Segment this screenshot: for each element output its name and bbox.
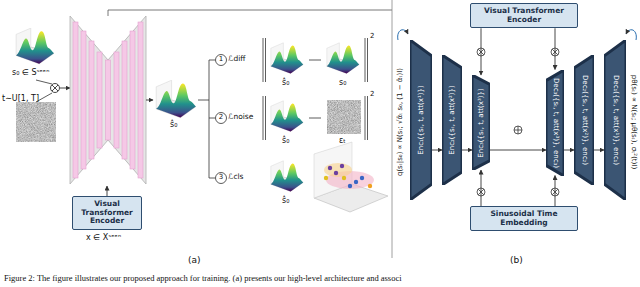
text-label: ℒcls [228,173,244,181]
multiply-symbol [51,84,60,93]
process-box: Sinusoidal Time Embedding [470,206,578,231]
text-label: (a) [188,256,201,266]
step-number: 2 [219,114,223,122]
condition-arrow [107,186,108,196]
block-label: Enc₂({sₜ, t, att(x²)}) [449,85,456,154]
equation-label: q(sₜ|s₀) ∝ N(sₜ; √ᾱₜ s₀, (1 − ᾱₜ)I) [397,68,405,176]
connector [490,150,546,151]
step-number: 1 [219,56,223,64]
link-line [108,10,109,16]
text-label: ŝ₀ [282,197,289,206]
block-label: Enc₁({sₜ, t, att(x¹)}) [418,85,425,154]
box-label: Visual Transformer Encoder [77,200,137,226]
process-loop-arrows [398,30,637,40]
block-shape [604,40,626,200]
output-surface [156,80,196,117]
process-box: Visual Transformer Encoder [470,3,578,28]
text-label: ŝ₀ [282,79,289,88]
encoder-block: Enc₂({sₜ, t, att(x²)}) [442,55,462,185]
class-scatter [314,142,388,212]
norm-bars [263,96,368,140]
predicted-surface [271,101,303,132]
branch-lines [198,60,216,178]
block-shape [546,70,564,176]
text-label: t∼U[1, T] [2,95,39,104]
block-label: Dec₂({sₜ, t, att(x²)}, enc₂) [581,75,588,165]
block-shape [410,40,432,200]
text-label: 2 [370,33,374,41]
link-line [108,10,392,11]
text-label: ℒdiff [228,55,245,63]
block-label: Dec₃({sₜ, t, att(x³)}, enc₃) [552,77,559,167]
connector [481,28,482,75]
decoder-block: Dec₁({sₜ, t, att(x¹)}, enc₁) [604,40,626,200]
text-label: ŝ₀ [282,137,289,146]
decoder-block: Dec₃({sₜ, t, att(x³)}, enc₃) [546,70,564,176]
encoder-block: Enc₃({sₜ, t, att(x³)}) [472,75,490,170]
connector [555,28,556,69]
step-circles [216,55,227,184]
connector [594,150,604,151]
block-shape [442,55,462,185]
noise-image [327,100,361,134]
text-label: ℒnoise [228,113,253,121]
connector [481,170,482,206]
equation-label: pθ(sₜ) ∝ N(sₜ; μθ(sₜ), σₜ²(t)I) [629,75,637,169]
input-line [36,80,52,84]
add-symbol [514,126,522,134]
decoder-block: Dec₂({sₜ, t, att(x²)}, enc₂) [574,55,594,185]
predicted-surface [271,43,303,74]
text-label: x ∈ Xˢᵉᵉⁿ [86,234,121,243]
text-label: 2 [370,91,374,99]
unet-network [70,16,146,184]
step-number: 3 [219,174,223,182]
text-label: s₀ [339,79,346,88]
block-label: Dec₁({sₜ, t, att(x¹)}, enc₁) [612,75,619,165]
text-label: ŝ₀ [170,121,177,130]
predicted-surface [271,161,303,192]
block-shape [472,75,490,170]
connector [564,150,574,151]
output-arrow [146,100,153,101]
box-label: Visual Transformer Encoder [475,7,573,24]
encoder-block: Enc₁({sₜ, t, att(x¹)}) [410,40,432,200]
process-box: Visual Transformer Encoder [72,196,142,230]
text-label: (b) [510,256,523,266]
connector [432,150,442,151]
target-surface [327,43,359,74]
box-label: Sinusoidal Time Embedding [475,210,573,227]
noise-image [16,102,56,142]
block-shape [574,55,594,185]
input-surface [16,28,54,64]
input-arrow [60,88,70,89]
norm-bars [263,38,368,82]
block-label: Enc₃({sₜ, t, att(x³)}) [478,88,485,157]
text-label: εₜ [339,137,346,146]
connector [462,150,472,151]
connector [555,176,556,207]
panel-divider [392,0,393,258]
figure-caption: Figure 2: The figure illustrates our pro… [4,274,402,283]
text-label: s₀ ∈ Sˢᵉᵉⁿ [12,69,49,78]
